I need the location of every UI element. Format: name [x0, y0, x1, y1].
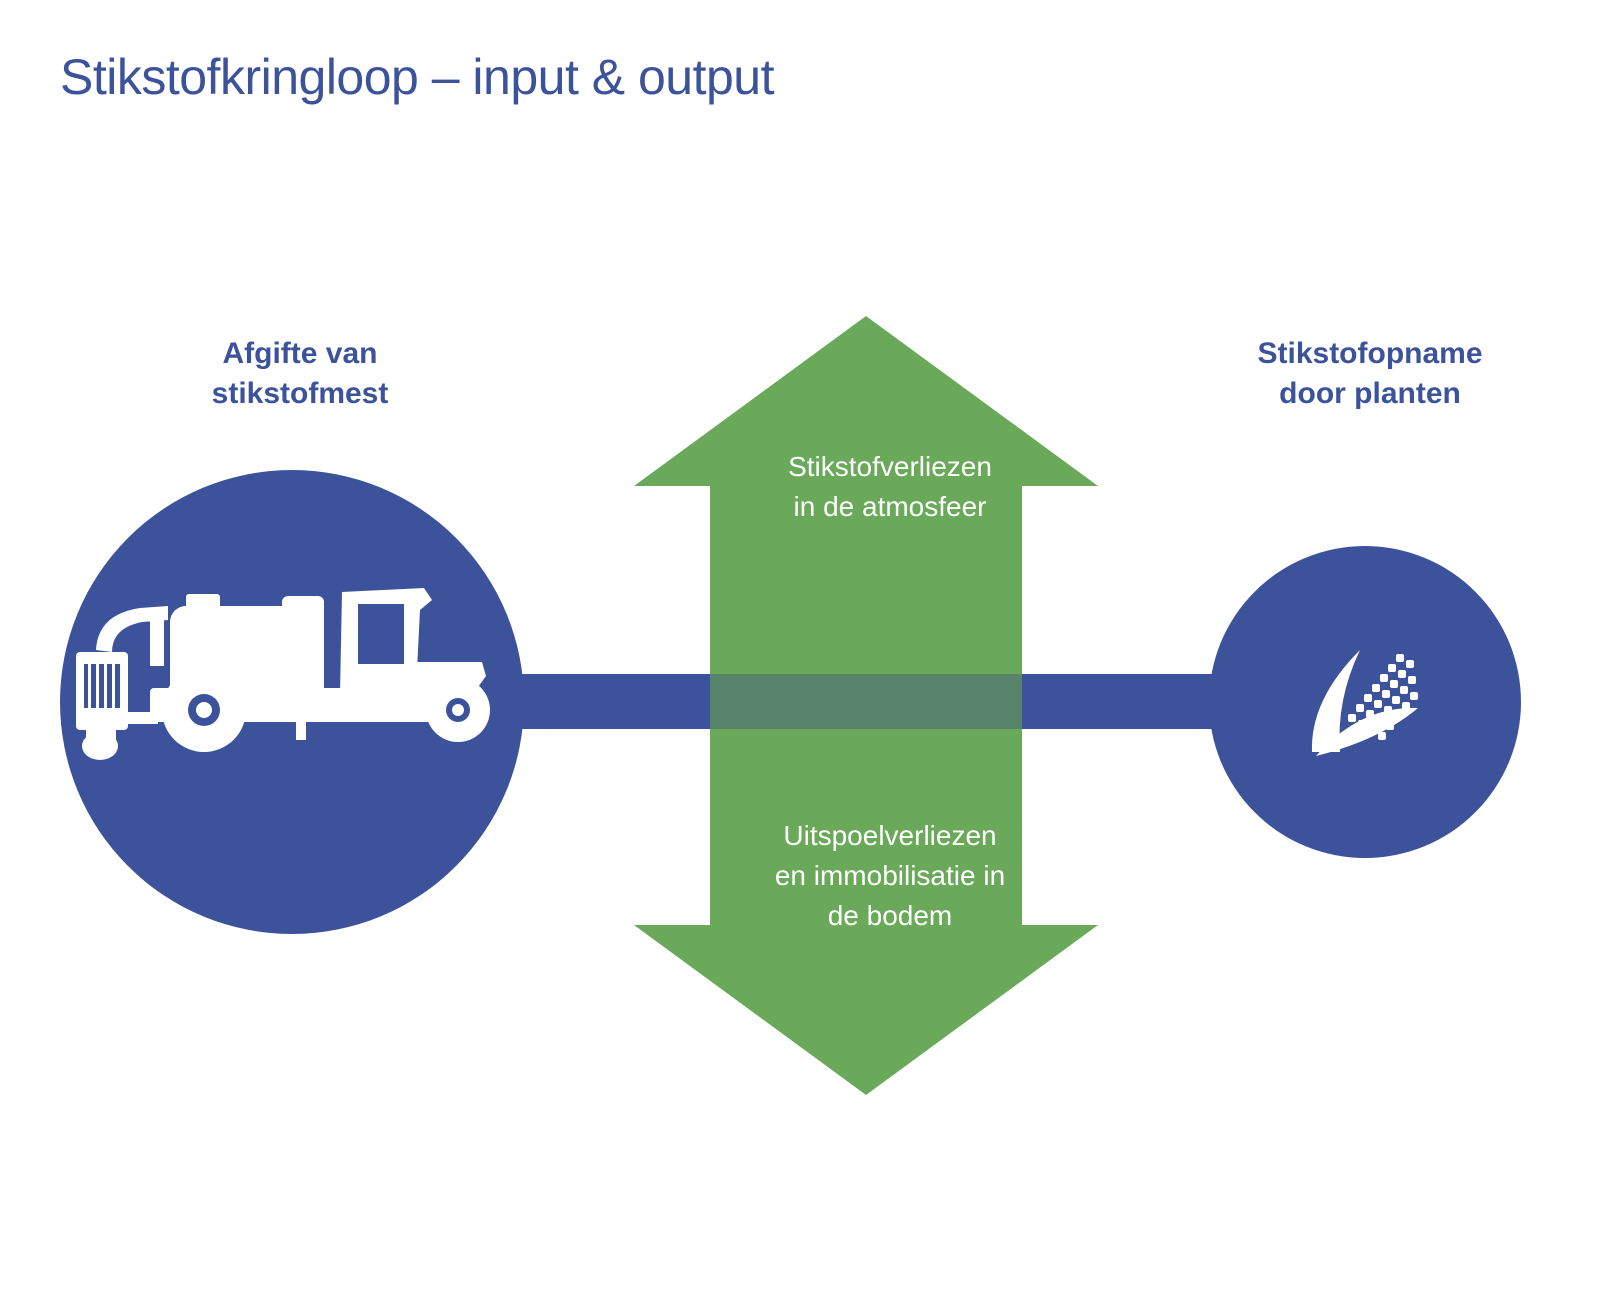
corn-kernel	[1394, 712, 1402, 720]
corn-kernel	[1406, 660, 1414, 668]
corn-kernel	[1376, 716, 1384, 724]
corn-kernel	[1396, 654, 1404, 662]
soil-loss-label: Uitspoelverliezen en immobilisatie in de…	[774, 820, 1006, 931]
tanker-grille-lines	[88, 664, 115, 708]
atmosphere-loss-label: Stikstofverliezen in de atmosfeer	[788, 451, 992, 522]
corn-kernel	[1382, 690, 1390, 698]
arrow-connector-overlap	[710, 674, 1022, 729]
corn-kernel	[1356, 704, 1364, 712]
corn-kernel	[1358, 720, 1366, 728]
corn-kernel	[1398, 670, 1406, 678]
corn-kernel	[1400, 686, 1408, 694]
corn-kernel	[1380, 674, 1388, 682]
corn-kernel	[1368, 726, 1376, 734]
corn-kernel	[1390, 680, 1398, 688]
corn-kernel	[1374, 700, 1382, 708]
output-node-circle	[1209, 546, 1521, 858]
page-title: Stikstofkringloop – input & output	[60, 49, 775, 105]
corn-kernel	[1384, 706, 1392, 714]
corn-kernel	[1372, 684, 1380, 692]
corn-kernel	[1348, 714, 1356, 722]
corn-kernel	[1388, 664, 1396, 672]
input-node-label: Afgifte van stikstofmest	[211, 337, 389, 410]
corn-cob-icon	[1311, 650, 1418, 756]
corn-kernel	[1378, 732, 1386, 740]
corn-kernel	[1366, 710, 1374, 718]
tanker-front-hub-inner	[196, 702, 212, 718]
corn-kernel	[1386, 722, 1394, 730]
output-node-label: Stikstofopname door planten	[1257, 337, 1483, 410]
corn-kernel	[1364, 694, 1372, 702]
corn-kernel	[1410, 692, 1418, 700]
corn-kernel	[1408, 676, 1416, 684]
corn-kernel	[1392, 696, 1400, 704]
corn-kernel	[1402, 702, 1410, 710]
tanker-cab-window	[358, 604, 404, 664]
tanker-rear-hub-inner	[452, 704, 464, 716]
